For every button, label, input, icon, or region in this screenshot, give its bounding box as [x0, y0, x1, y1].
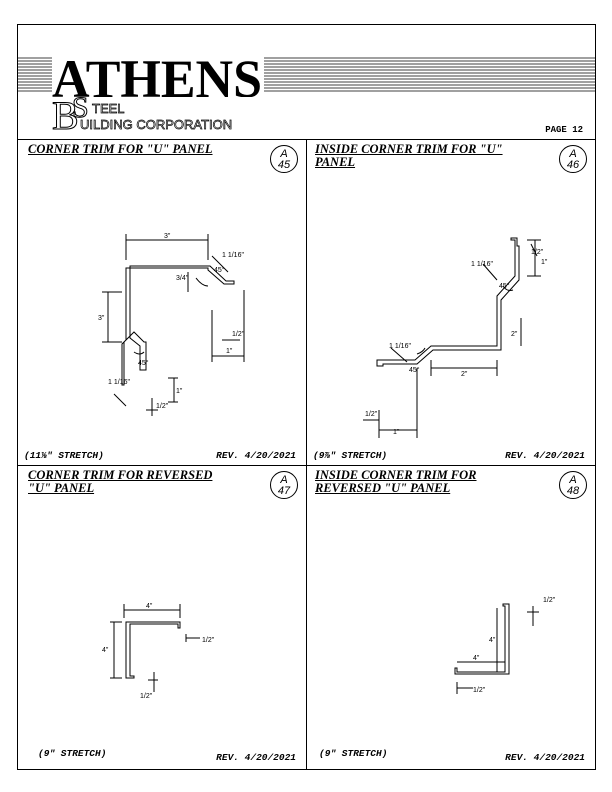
dim-label: 45°: [409, 366, 420, 374]
dim-label: 1/2": [156, 403, 169, 410]
dim-label: 2": [461, 371, 468, 378]
revision-date: REV. 4/20/2021: [505, 752, 585, 763]
dim-label: 1 1/16": [108, 379, 130, 386]
dim-label: 1/2": [531, 249, 544, 256]
inside-corner-trim-drawing: 1/2" 1" 1 1/16" 45° 2" 1 1/16" 45° 2" 1/…: [363, 237, 548, 438]
dim-label: 1 1/16": [471, 261, 493, 268]
revision-date: REV. 4/20/2021: [505, 450, 585, 461]
dim-label: 1/2": [365, 411, 378, 418]
reversed-corner-trim-drawing: 4" 1/2" 4" 1/2": [102, 603, 215, 700]
reversed-inside-corner-trim-drawing: 1/2" 4" 4" 1/2": [454, 597, 556, 694]
dim-label: 3": [98, 315, 105, 322]
revision-date: REV. 4/20/2021: [216, 752, 296, 763]
dim-label: 45°: [214, 266, 225, 274]
dim-label: 45°: [138, 359, 149, 367]
dim-label: 4": [146, 603, 153, 610]
dim-label: 1/2": [543, 597, 556, 604]
panel-title: CORNER TRIM FOR REVERSED "U" PANEL: [28, 468, 213, 495]
stretch-note: (9" STRETCH): [319, 748, 388, 759]
dim-label: 4": [102, 647, 109, 654]
dim-label: 4": [473, 655, 480, 662]
brand-sub-steel: TEEL: [92, 101, 125, 116]
dim-label: 1/2": [202, 637, 215, 644]
dim-label: 1/2": [140, 693, 153, 700]
dim-label: 1/2": [473, 687, 486, 694]
logo-b-letter: B: [52, 93, 79, 131]
panel-title: INSIDE CORNER TRIM FOR "U" PANEL: [315, 142, 503, 169]
dim-label: 1": [226, 348, 233, 355]
panel-title: INSIDE CORNER TRIM FOR REVERSED "U" PANE…: [315, 468, 477, 495]
dim-label: 4": [489, 637, 496, 644]
panel-a48: INSIDE CORNER TRIM FOR REVERSED "U" PANE…: [307, 466, 595, 769]
brand-sub-building: UILDING CORPORATION: [80, 117, 232, 131]
stretch-note: (9⅞" STRETCH): [313, 450, 388, 461]
dim-label: 2": [511, 331, 518, 338]
dim-label: 1": [393, 429, 400, 436]
dim-label: 1 1/16": [389, 343, 411, 350]
page-number: PAGE 12: [545, 125, 583, 135]
panel-title: CORNER TRIM FOR "U" PANEL: [28, 142, 213, 156]
logo-s-letter: S: [72, 91, 89, 124]
dim-label: 1": [176, 388, 183, 395]
athens-logo: ATHENS B S TEEL UILDING CORPORATION: [52, 49, 264, 131]
dim-label: 1/2": [232, 331, 245, 338]
header: ATHENS B S TEEL UILDING CORPORATION PAGE…: [18, 25, 595, 139]
dim-label: 45°: [499, 282, 510, 290]
stretch-note: (11⅛" STRETCH): [24, 450, 104, 461]
corner-trim-drawing: 3" 1 1/16" 3/4" 45° 3" 1/2" 1" 45° 1 1/1…: [98, 233, 245, 416]
page-frame: ATHENS B S TEEL UILDING CORPORATION PAGE…: [17, 24, 596, 770]
dim-label: 1": [541, 259, 548, 266]
dim-label: 3/4": [176, 275, 189, 282]
revision-date: REV. 4/20/2021: [216, 450, 296, 461]
column-divider: [306, 139, 307, 769]
stretch-note: (9" STRETCH): [38, 748, 107, 759]
dim-label: 3": [164, 233, 171, 240]
dim-label: 1 1/16": [222, 252, 244, 259]
